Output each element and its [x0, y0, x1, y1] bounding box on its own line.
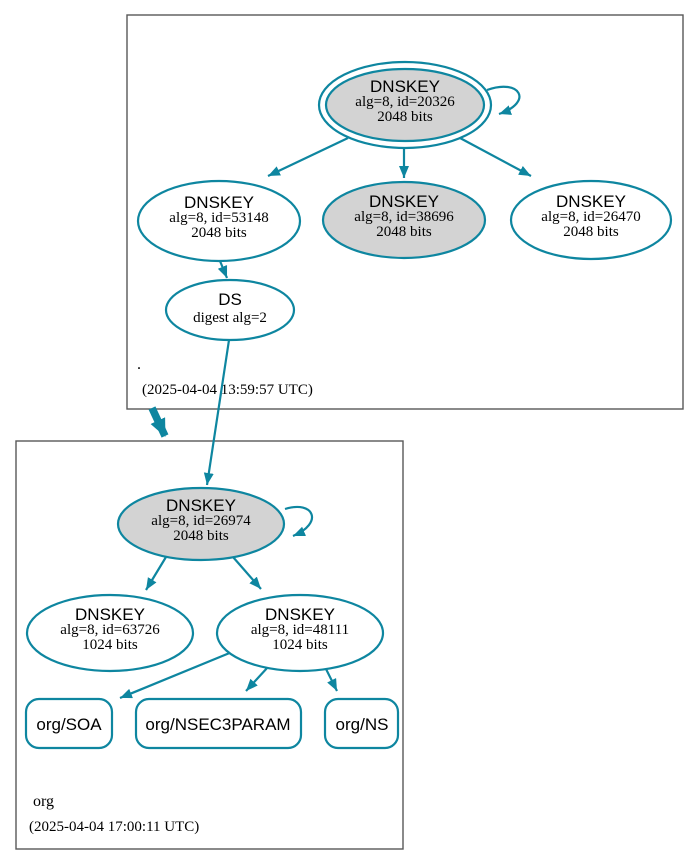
root-zsk3-alg-id: alg=8, id=26470	[541, 209, 640, 225]
root-ksk-outer-ring	[317, 60, 493, 150]
edge-root-ksk-self-loop	[486, 85, 521, 116]
org-zsk2-alg-id: alg=8, id=48111	[251, 622, 349, 638]
root-ksk-alg-id: alg=8, id=20326	[355, 94, 455, 110]
root-zsk2-title: DNSKEY	[369, 192, 439, 211]
edges-root	[148, 85, 532, 486]
root-zsk2-alg-id: alg=8, id=38696	[354, 209, 454, 225]
root-ds-ellipse	[164, 278, 296, 342]
org-ns-rect	[323, 697, 400, 750]
node-org-ksk-26974[interactable]: DNSKEY alg=8, id=26974 2048 bits	[116, 486, 286, 562]
org-zone-timestamp: (2025-04-04 17:00:11 UTC)	[29, 819, 199, 835]
root-zsk1-alg-id: alg=8, id=53148	[169, 210, 268, 226]
node-root-zsk-53148[interactable]: DNSKEY alg=8, id=53148 2048 bits	[136, 179, 302, 263]
org-ksk-alg-id: alg=8, id=26974	[151, 513, 251, 529]
edge-zsk1-to-ds	[217, 260, 229, 279]
org-ns-label: org/NS	[336, 715, 389, 734]
edge-ds-to-org-ksk	[203, 339, 231, 486]
org-nsec3param-label: org/NSEC3PARAM	[145, 715, 290, 734]
root-ds-digest: digest alg=2	[193, 310, 267, 326]
node-org-zsk-48111[interactable]: DNSKEY alg=8, id=48111 1024 bits	[215, 593, 385, 673]
node-root-zsk-26470[interactable]: DNSKEY alg=8, id=26470 2048 bits	[509, 179, 673, 261]
edge-root-to-org-delegation	[148, 406, 169, 438]
edge-org-zsk2-to-soa	[119, 650, 233, 700]
root-ds-title: DS	[218, 290, 242, 309]
node-org-ns-rrset[interactable]: org/NS	[323, 697, 400, 750]
edge-org-ksk-to-zsk2	[232, 556, 262, 590]
org-ksk-bits: 2048 bits	[173, 528, 229, 544]
root-zsk1-ellipse	[136, 179, 302, 263]
edge-root-ksk-to-zsk1	[267, 137, 349, 177]
org-soa-label: org/SOA	[36, 715, 102, 734]
edge-org-zsk2-to-nsec3param	[245, 666, 269, 692]
root-zone-box	[126, 14, 684, 410]
root-ksk-bits: 2048 bits	[377, 109, 433, 125]
org-zone-box	[15, 440, 404, 850]
org-zsk1-alg-id: alg=8, id=63726	[60, 622, 160, 638]
node-root-ds[interactable]: DS digest alg=2	[164, 278, 296, 342]
org-ksk-ellipse	[116, 486, 286, 562]
org-zsk2-ellipse	[215, 593, 385, 673]
org-nsec3param-rect	[134, 697, 303, 750]
node-org-soa-rrset[interactable]: org/SOA	[24, 697, 114, 750]
node-org-zsk-63726[interactable]: DNSKEY alg=8, id=63726 1024 bits	[25, 593, 195, 673]
org-zsk2-title: DNSKEY	[265, 605, 335, 624]
root-zsk3-title: DNSKEY	[556, 192, 626, 211]
root-zsk1-bits: 2048 bits	[191, 225, 247, 241]
root-ksk-ellipse	[324, 67, 486, 143]
edge-root-ksk-to-zsk3	[459, 137, 532, 177]
root-ksk-title: DNSKEY	[370, 77, 440, 96]
root-zsk3-ellipse	[509, 179, 673, 261]
edge-org-zsk2-to-ns	[324, 666, 338, 692]
node-root-ksk-20326[interactable]: DNSKEY alg=8, id=20326 2048 bits	[317, 60, 493, 150]
edge-org-ksk-to-zsk1	[145, 556, 167, 591]
root-zsk1-title: DNSKEY	[184, 193, 254, 212]
node-root-zsk-38696[interactable]: DNSKEY alg=8, id=38696 2048 bits	[321, 180, 487, 260]
root-zone-label: .	[137, 356, 141, 373]
org-zsk2-bits: 1024 bits	[272, 637, 328, 653]
org-ksk-title: DNSKEY	[166, 496, 236, 515]
org-soa-rect	[24, 697, 114, 750]
org-zsk1-ellipse	[25, 593, 195, 673]
root-zone-timestamp: (2025-04-04 13:59:57 UTC)	[142, 382, 313, 398]
root-zsk2-ellipse	[321, 180, 487, 260]
org-zsk1-bits: 1024 bits	[82, 637, 138, 653]
node-org-nsec3param-rrset[interactable]: org/NSEC3PARAM	[134, 697, 303, 750]
org-zsk1-title: DNSKEY	[75, 605, 145, 624]
org-zone-label: org	[33, 793, 54, 810]
root-zsk3-bits: 2048 bits	[563, 224, 619, 240]
edges-org	[119, 506, 338, 700]
root-zsk2-bits: 2048 bits	[376, 224, 432, 240]
edge-org-ksk-self-loop	[284, 506, 314, 538]
